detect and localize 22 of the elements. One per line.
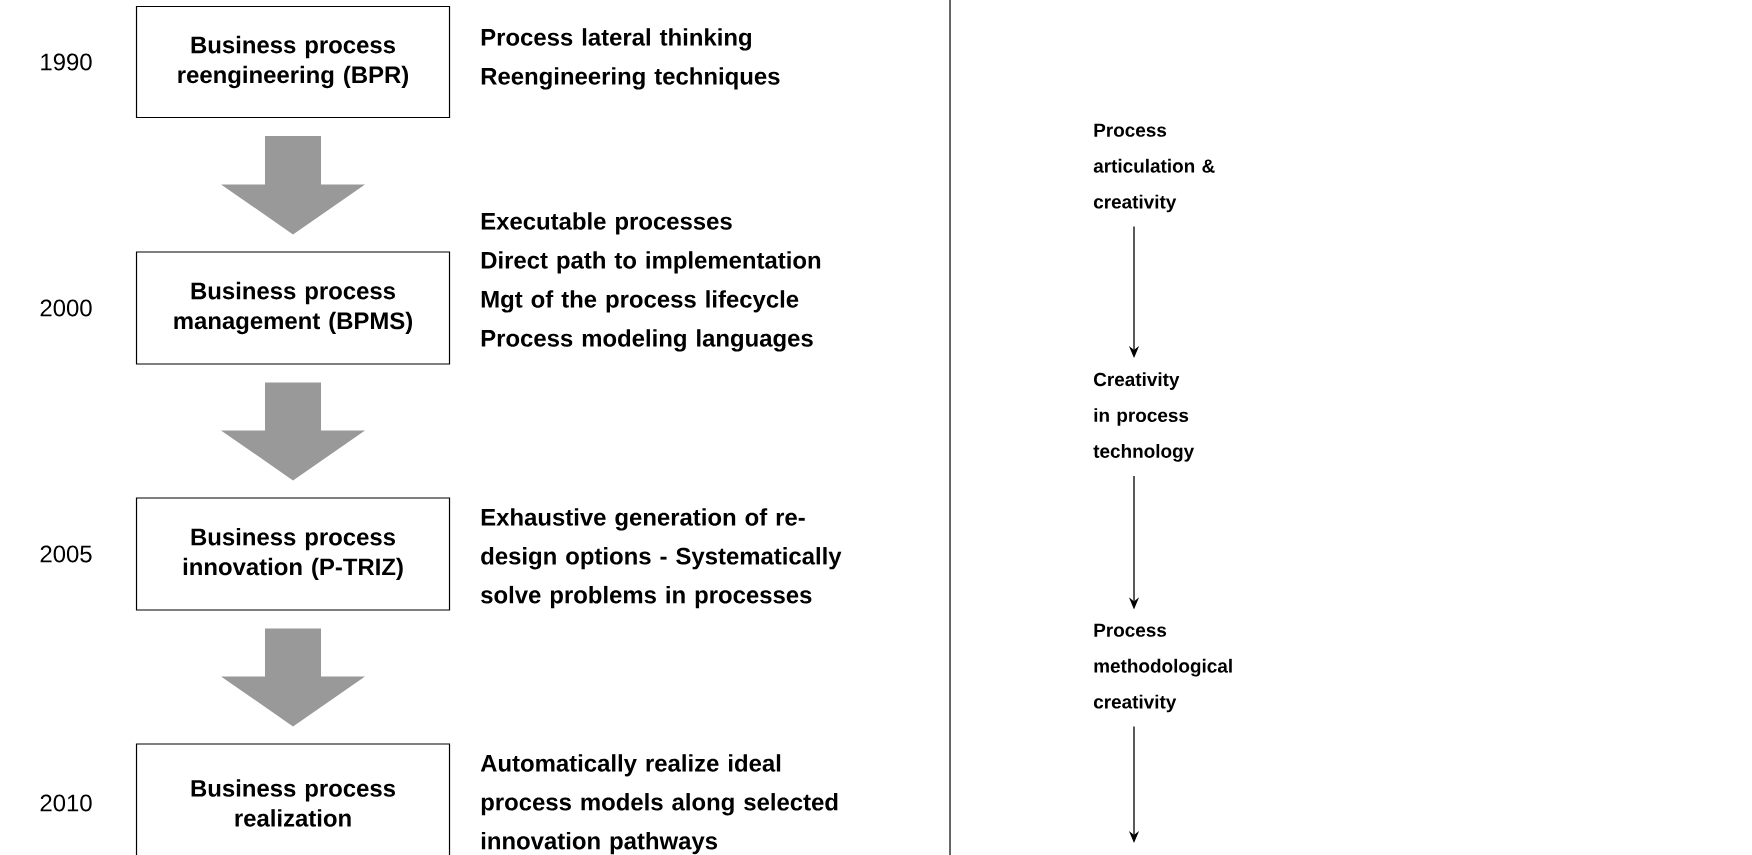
description-text: Process modeling languages: [481, 329, 813, 352]
process-box: Business process management (BPMS): [135, 251, 451, 365]
block-arrow: [221, 628, 365, 727]
year-label: 1990: [41, 53, 92, 71]
description-text: Process lateral thinking: [481, 28, 751, 51]
description-text: Reengineering techniques: [481, 67, 780, 90]
stage-label: Process methodological creativity: [1093, 623, 1232, 713]
process-box: Business process reengineering (BPR): [135, 5, 451, 119]
year-label: 2000: [40, 299, 92, 317]
year-label: 2010: [40, 794, 92, 812]
description-text: Executable processes: [481, 212, 732, 235]
block-arrow: [221, 136, 365, 235]
block-arrow: [221, 382, 365, 481]
description-text: Mgt of the process lifecycle: [481, 290, 799, 313]
process-box: Business process realization: [135, 743, 451, 855]
stage-label: Creativity in process technology: [1093, 372, 1195, 462]
process-box: Business process innovation (P-TRIZ): [135, 497, 451, 611]
stage-label: Process articulation & creativity: [1093, 123, 1215, 213]
description-text: Direct path to implementation: [481, 251, 821, 274]
year-label: 2005: [40, 545, 92, 563]
description-text: Exhaustive generation of re-design options - Systematically solve problems in processes: [481, 508, 842, 609]
description-text: Automatically realize ideal process models along selected innovation pathways: [480, 754, 838, 855]
